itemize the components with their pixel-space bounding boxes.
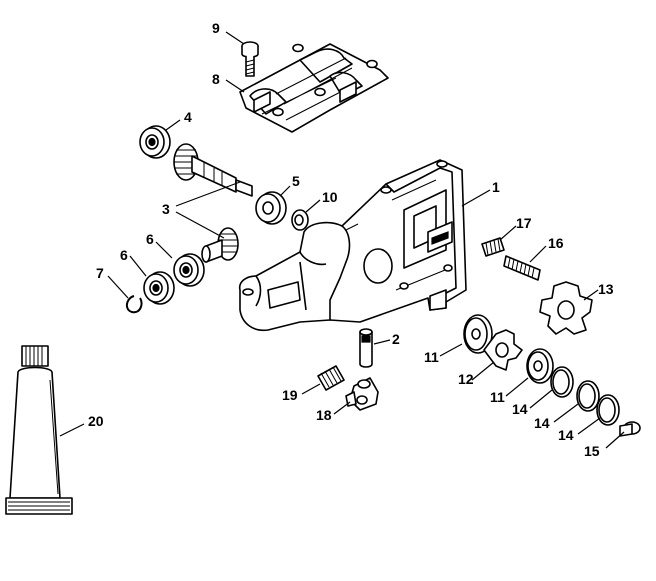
part-16-threaded-bolt — [503, 255, 541, 281]
callout-3: 3 — [162, 201, 170, 217]
callout-20: 20 — [88, 413, 104, 429]
callout-2: 2 — [392, 331, 400, 347]
part-7-circlip — [126, 295, 143, 314]
callout-9: 9 — [212, 20, 220, 36]
part-14-washer-b — [576, 380, 600, 412]
callout-14-c: 14 — [558, 427, 574, 443]
part-12-sprocket — [483, 329, 523, 371]
callout-15: 15 — [584, 443, 600, 459]
part-17-spring — [481, 237, 505, 257]
callout-14-a: 14 — [512, 401, 528, 417]
callout-12: 12 — [458, 371, 474, 387]
callout-19: 19 — [282, 387, 298, 403]
part-6-bearing-b — [143, 271, 175, 305]
part-10-ring — [291, 209, 309, 231]
callout-18: 18 — [316, 407, 332, 423]
part-14-washer-a — [550, 366, 574, 398]
callout-11-a: 11 — [424, 349, 439, 365]
part-20-grease-tube — [5, 345, 73, 515]
part-14-washer-c — [596, 394, 620, 426]
part-2-pin — [359, 328, 373, 368]
part-8-clamp — [239, 43, 389, 133]
part-13-sprocket — [539, 281, 593, 335]
part-6-bearing-a — [173, 253, 205, 287]
callout-8: 8 — [212, 71, 220, 87]
callout-16: 16 — [548, 235, 564, 251]
part-15-screw — [619, 421, 641, 437]
callout-1: 1 — [492, 179, 500, 195]
callout-10: 10 — [322, 189, 338, 205]
part-11-washer-b — [526, 348, 554, 384]
part-18-fitting — [345, 377, 379, 411]
callout-7: 7 — [96, 265, 104, 281]
callout-14-b: 14 — [534, 415, 550, 431]
part-5-bearing — [255, 191, 287, 225]
leader-lines — [59, 31, 625, 449]
callout-labels: 9 8 4 3 5 10 1 17 16 6 6 7 13 2 11 12 11… — [88, 20, 614, 459]
callout-11-b: 11 — [490, 389, 505, 405]
part-11-washer-a — [463, 314, 493, 354]
part-1-gear-housing — [238, 159, 467, 332]
part-9-screw — [241, 41, 259, 77]
callout-4: 4 — [184, 109, 192, 125]
callout-5: 5 — [292, 173, 300, 189]
callout-6-b: 6 — [120, 247, 128, 263]
callout-6-a: 6 — [146, 231, 154, 247]
callout-17: 17 — [516, 215, 532, 231]
part-19-spring — [317, 365, 345, 391]
part-3-bevel-gear-shaft — [173, 143, 253, 197]
part-4-bearing — [139, 125, 171, 159]
callout-13: 13 — [598, 281, 614, 297]
part-3-pinion-gear — [201, 227, 239, 263]
